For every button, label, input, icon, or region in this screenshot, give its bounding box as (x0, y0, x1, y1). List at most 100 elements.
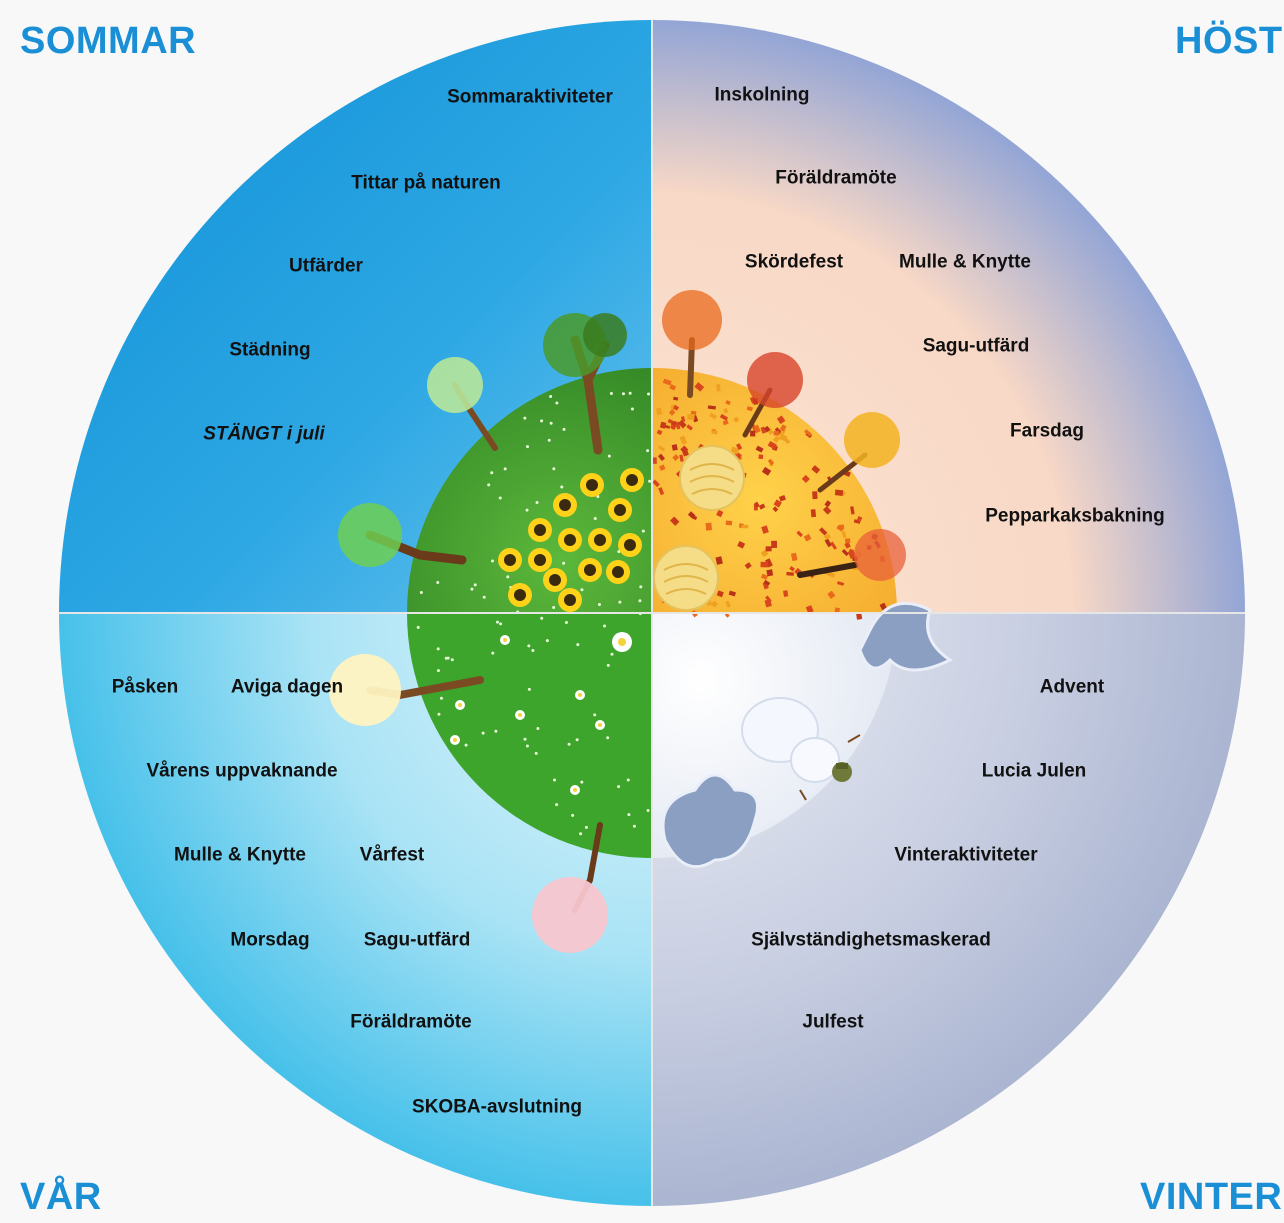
snow-tree-icon (661, 601, 953, 869)
autumn-leaf (841, 548, 849, 557)
autumn-leaf (680, 445, 689, 454)
grass-dot (499, 622, 503, 626)
sunflower (498, 548, 522, 572)
autumn-leaf (694, 382, 705, 392)
autumn-leaf (786, 571, 794, 576)
season-title-winter: VINTER (1140, 1176, 1283, 1218)
grass-dot (491, 651, 495, 655)
hay-bale-icon (653, 445, 745, 611)
autumn-leaf (758, 503, 766, 510)
autumn-leaf (773, 499, 782, 508)
grass-dot (549, 395, 553, 399)
sunflower (528, 518, 552, 542)
grass-dot (436, 580, 440, 584)
grass-dot (503, 467, 507, 471)
activity-summer-closed: STÄNGT i juli (203, 423, 325, 445)
grass-dot (555, 401, 559, 405)
activity-autumn: Skördefest (744, 251, 844, 273)
grass-dot (536, 726, 540, 730)
autumn-leaf (709, 412, 717, 420)
grass-dot (531, 649, 535, 653)
grass-dot (647, 392, 651, 396)
grass-dot (575, 738, 579, 742)
grass-dot (482, 595, 486, 599)
autumn-leaf (771, 540, 778, 549)
grass-dot (547, 438, 551, 442)
autumn-leaf (834, 607, 841, 614)
autumn-leaf (715, 556, 723, 565)
autumn-leaf (744, 562, 752, 570)
activity-spring: Aviga dagen (230, 676, 344, 698)
autumn-leaf (772, 435, 781, 444)
grass-dot (606, 736, 610, 740)
autumn-leaf (844, 541, 851, 549)
autumn-leaf (657, 453, 666, 462)
grass-dot (618, 600, 622, 604)
autumn-leaf (667, 418, 674, 424)
grass-dot (646, 449, 650, 453)
autumn-leaf (655, 407, 663, 416)
grass-dot (527, 644, 531, 648)
grass-dot (628, 391, 632, 395)
autumn-leaf (728, 590, 736, 597)
grass-dot (498, 496, 502, 500)
activity-winter: Lucia Julen (981, 760, 1087, 782)
grass-dot (437, 712, 441, 716)
tree-icon (329, 290, 906, 953)
daisy (595, 720, 605, 730)
grass-dot (495, 620, 499, 624)
autumn-leaf (856, 515, 863, 523)
activity-summer: Sommaraktiviteter (447, 86, 613, 108)
sunflower (543, 568, 567, 592)
autumn-leaf (805, 605, 814, 614)
grass-dot (607, 454, 611, 458)
autumn-leaf (834, 489, 844, 496)
autumn-leaf (811, 465, 821, 474)
autumn-leaf (824, 500, 832, 508)
grass-dot (436, 647, 440, 651)
autumn-leaf (803, 533, 812, 542)
autumn-leaf (691, 515, 698, 520)
grass-dot (648, 479, 652, 483)
autumn-leaf (733, 416, 740, 423)
autumn-leaf (774, 427, 782, 435)
autumn-leaf (765, 546, 772, 552)
daisy (575, 690, 585, 700)
grass-dot (526, 445, 530, 449)
autumn-leaf (850, 506, 855, 515)
grass-dot (606, 663, 610, 667)
autumn-leaf (841, 530, 847, 539)
autumn-leaf (779, 424, 787, 432)
sunflower (553, 493, 577, 517)
autumn-leaf (760, 426, 767, 434)
autumn-leaf (830, 541, 837, 550)
grass-dot (638, 599, 642, 603)
grass-dot (535, 501, 539, 505)
sunflower (508, 583, 532, 607)
autumn-leaf (668, 409, 676, 416)
grass-dot (552, 605, 556, 609)
autumn-leaf (776, 415, 786, 425)
daisy (515, 710, 525, 720)
grass-dot (580, 588, 584, 592)
grass-dot (593, 713, 597, 717)
activity-spring: Föräldramöte (350, 1011, 472, 1033)
sunflower (618, 533, 642, 557)
grass-dot (540, 419, 544, 423)
activity-winter: Vinteraktiviteter (894, 844, 1038, 866)
daisy (570, 785, 580, 795)
grass-dot (641, 529, 645, 533)
season-title-spring: VÅR (20, 1176, 102, 1218)
sunflower (558, 528, 582, 552)
grass-dot (470, 587, 474, 591)
grass-dot (439, 696, 443, 700)
grass-dot (523, 737, 527, 741)
autumn-leaf (753, 424, 761, 434)
grass-dot (416, 625, 420, 629)
autumn-leaf (761, 525, 769, 534)
grass-dot (579, 832, 583, 836)
autumn-leaf (767, 458, 775, 466)
autumn-leaf (750, 430, 756, 437)
autumn-leaf (678, 419, 687, 429)
activity-spring: Vårens uppvaknande (146, 760, 338, 782)
